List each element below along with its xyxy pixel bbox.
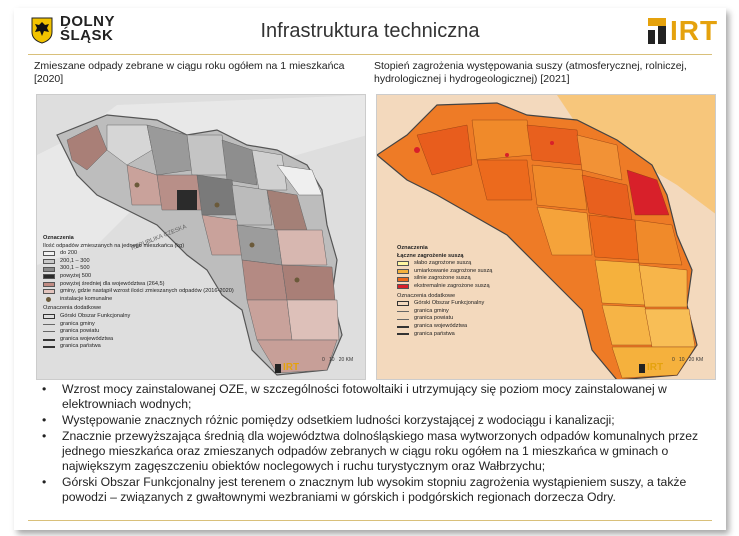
list-item: Znacznie przewyższająca średnią dla woje… [38,429,714,474]
right-scale-bar: 0 10 20 KM [672,357,704,363]
legend-item: 300,1 – 500 [43,265,233,273]
findings-list: Wzrost mocy zainstalowanej OZE, w szczeg… [38,382,714,506]
legend-item: powyżej średniej dla województwa (264,5) [43,281,233,289]
list-item: Górski Obszar Funkcjonalny jest terenem … [38,475,714,505]
legend-item: Górski Obszar Funkcjonalny [43,313,233,321]
irt-logo: IRT [648,14,717,48]
left-map-irt-logo: IRT [275,362,305,375]
waste-legend: Oznaczenia Ilość odpadów zmieszanych na … [43,235,234,351]
drought-map-graphic [377,95,715,379]
brand-name: DOLNY ŚLĄSK [60,13,115,44]
list-item: Wzrost mocy zainstalowanej OZE, w szczeg… [38,382,714,412]
waste-map: REPUBLIKA CZESKA Oznaczenia Ilość odpadó… [36,94,366,380]
installation-icon [46,297,51,303]
slide: DOLNY ŚLĄSK Infrastruktura techniczna IR… [14,8,726,530]
footer-divider [28,520,712,521]
header: DOLNY ŚLĄSK Infrastruktura techniczna IR… [14,8,726,54]
legend-item: ekstremalnie zagrożone suszą [397,283,527,291]
header-divider [28,54,712,55]
right-map-title: Stopień zagrożenia występowania suszy (a… [374,60,687,85]
legend-item: instalacje komunalne [43,296,233,304]
legend-item: umiarkowanie zagrożone suszą [397,268,527,276]
legend-item: do 200 [43,250,233,258]
drought-map: Oznaczenia Łączne zagrożenie suszą słabo… [376,94,716,380]
waste-map-graphic: REPUBLIKA CZESKA [37,95,365,379]
legend-item: granica gminy [43,321,233,329]
dolny-slask-eagle-icon [31,17,53,44]
legend-item: Górski Obszar Funkcjonalny [397,300,527,308]
right-map-irt-logo: IRT [639,362,669,375]
left-scale-bar: 0 10 20 KM [322,357,354,363]
page-title: Infrastruktura techniczna [260,20,480,42]
legend-item: granica gminy [397,308,527,316]
legend-item: silnie zagrożone suszą [397,275,527,283]
legend-item: granica województwa [43,336,233,344]
irt-logo-mark-icon [648,18,666,44]
legend-item: granica powiatu [43,328,233,336]
list-item: Występowanie znacznych różnic pomiędzy o… [38,413,714,428]
legend-item: granica państwa [397,331,527,339]
legend-item: granica państwa [43,343,233,351]
legend-item: słabo zagrożone suszą [397,260,527,268]
legend-item: gminy, gdzie nastąpił wzrost ilości zmie… [43,288,234,296]
legend-item: powyżej 500 [43,273,233,281]
legend-item: granica województwa [397,323,527,331]
legend-item: granica powiatu [397,315,527,323]
left-map-title: Zmieszane odpady zebrane w ciągu roku og… [34,60,345,85]
legend-item: 200,1 – 300 [43,258,233,266]
drought-legend: Oznaczenia Łączne zagrożenie suszą słabo… [397,245,527,338]
